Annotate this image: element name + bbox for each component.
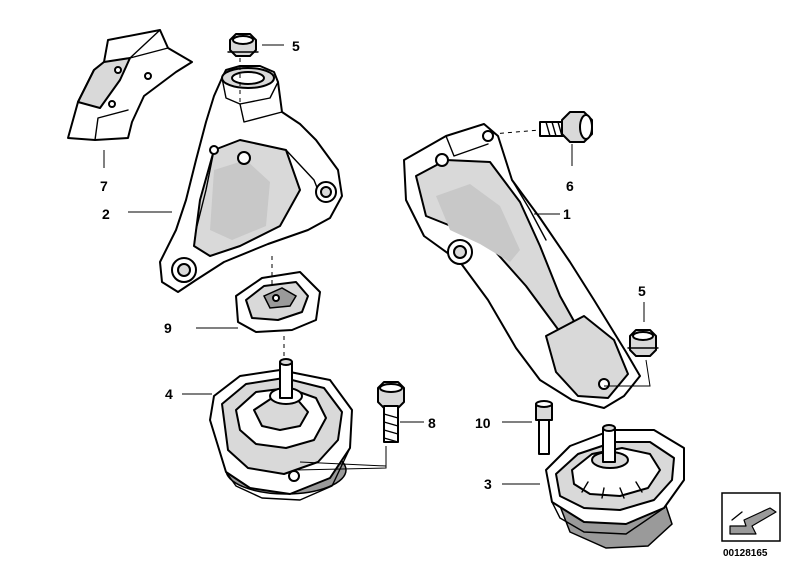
callout-5-right: 5: [638, 283, 646, 299]
part-8-bolt: [377, 381, 405, 443]
part-3-engine-mount: [545, 424, 685, 549]
callout-7: 7: [100, 178, 108, 194]
part-7-heat-shield: [67, 29, 193, 141]
part-5-nut-top: [227, 33, 259, 57]
part-4-engine-mount: [209, 358, 353, 501]
part-2-bracket: [159, 65, 343, 293]
callout-1: 1: [563, 206, 571, 222]
arrow-icon: [729, 507, 777, 535]
callout-10: 10: [475, 415, 491, 431]
part-10-bolt: [535, 400, 553, 455]
part-5-nut-right: [627, 329, 659, 357]
part-6-bolt: [539, 111, 593, 143]
part-9-plate: [235, 271, 321, 333]
diagram-id: 00128165: [723, 548, 768, 559]
reference-box: [721, 492, 781, 542]
callout-6: 6: [566, 178, 574, 194]
callout-2: 2: [102, 206, 110, 222]
callout-3: 3: [484, 476, 492, 492]
callout-5-top: 5: [292, 38, 300, 54]
callout-4: 4: [165, 386, 173, 402]
callout-8: 8: [428, 415, 436, 431]
part-1-bracket: [403, 123, 641, 409]
callout-9: 9: [164, 320, 172, 336]
